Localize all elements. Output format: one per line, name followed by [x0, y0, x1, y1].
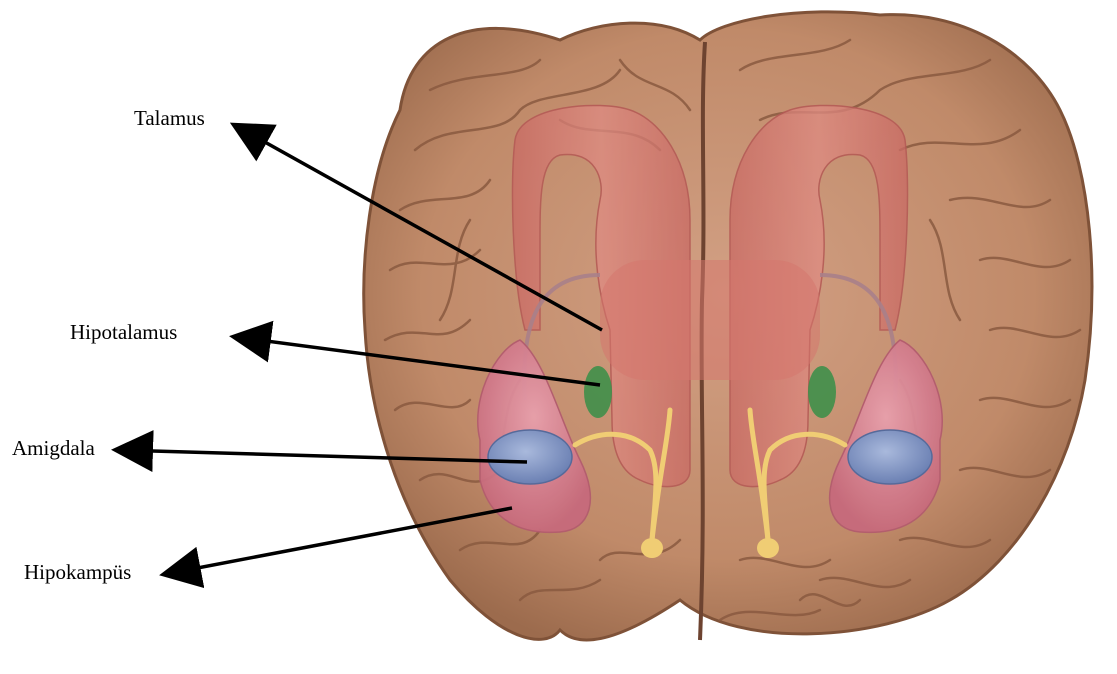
label-hipokampus: Hipokampüs — [24, 562, 131, 583]
label-hipotalamus: Hipotalamus — [70, 322, 177, 343]
label-talamus: Talamus — [134, 108, 205, 129]
label-amigdala: Amigdala — [12, 438, 95, 459]
